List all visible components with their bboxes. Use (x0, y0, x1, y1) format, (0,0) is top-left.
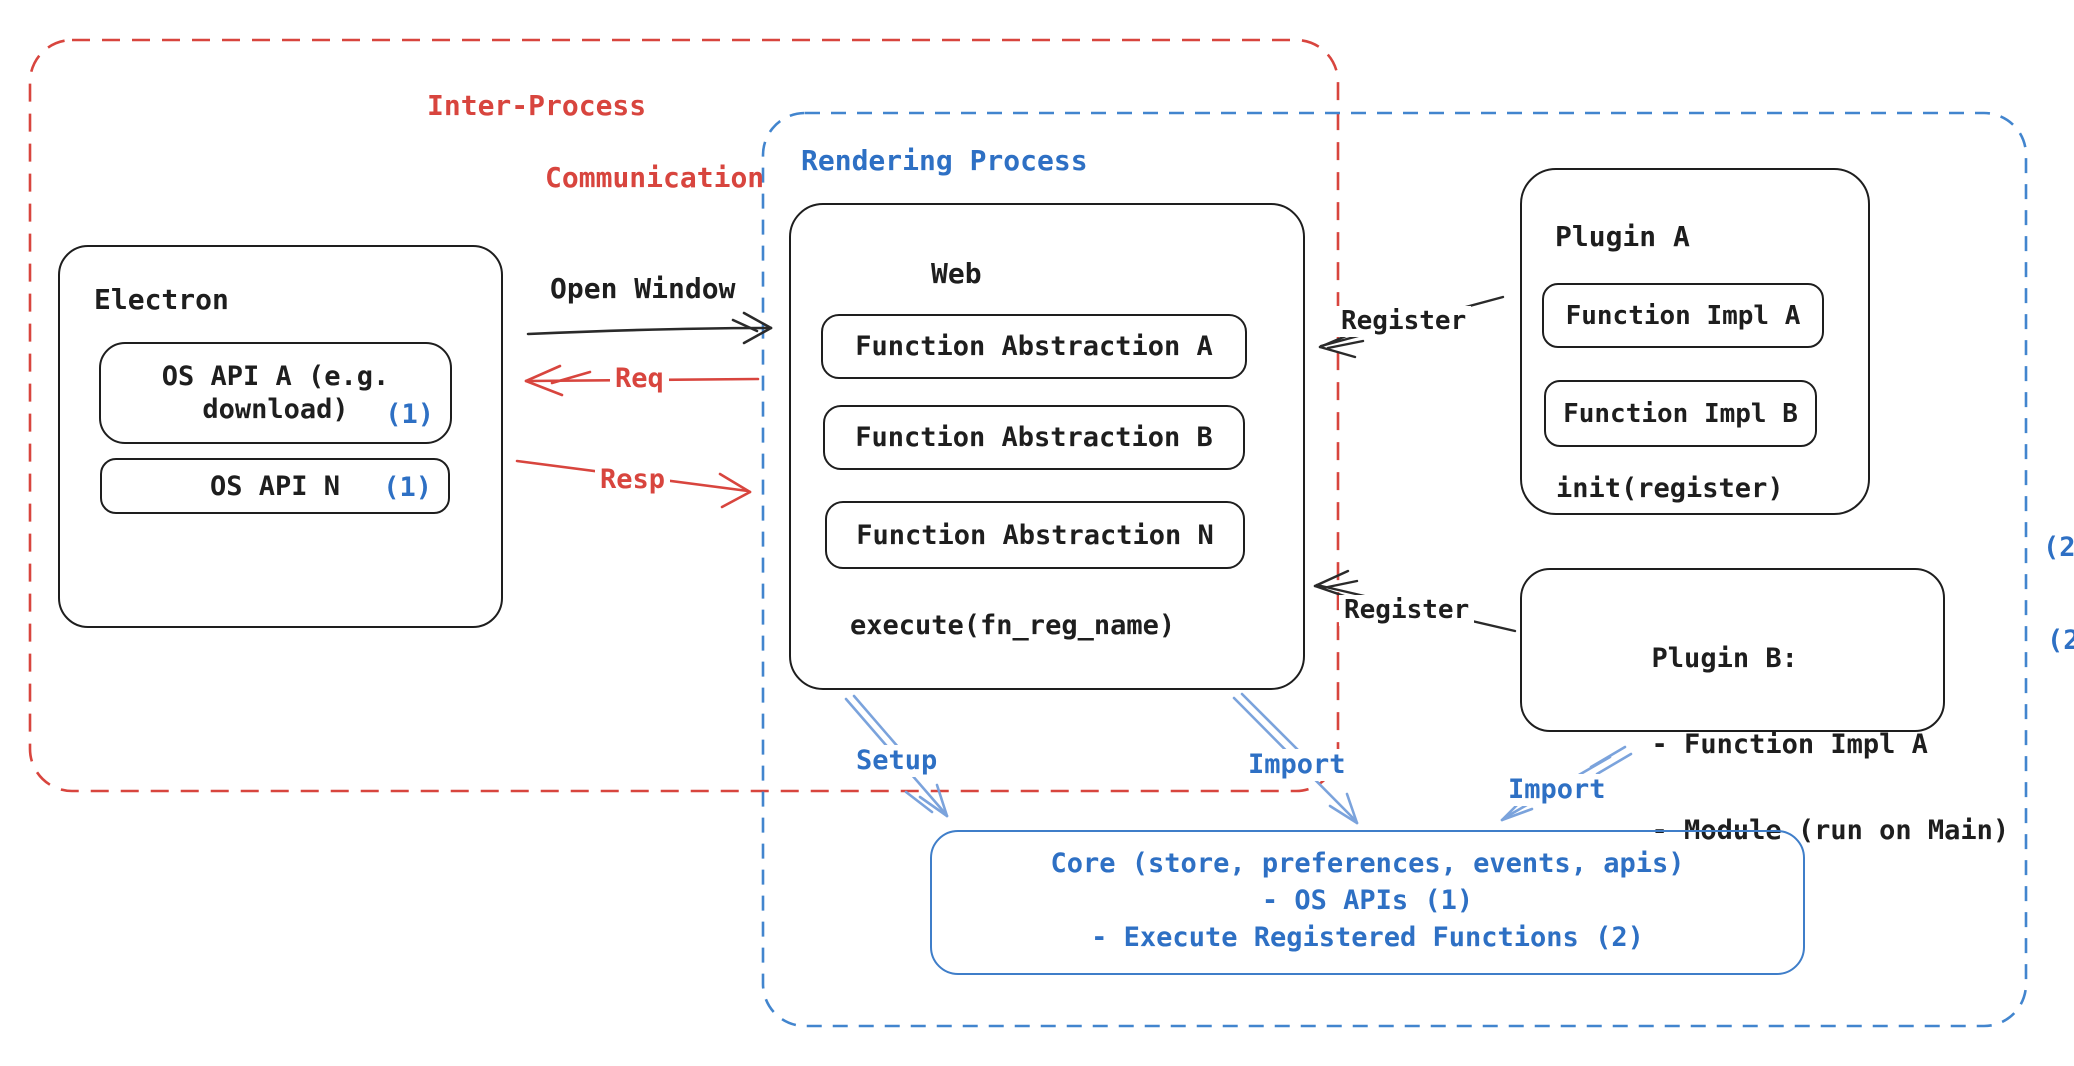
core-line2: - OS APIs (1) (1261, 885, 1474, 916)
setup-label: Setup (851, 745, 943, 778)
core-line1: Core (store, preferences, events, apis) (1050, 848, 1685, 879)
function-impl-b-label: Function Impl B (1563, 398, 1798, 429)
core-line3: - Execute Registered Functions (2) (1091, 922, 1644, 953)
plugin-a-box: Plugin A Function Impl A Function Impl B… (1520, 168, 1870, 515)
plugin-a-title: Plugin A (1555, 220, 1690, 253)
function-impl-b-box: Function Impl B (1544, 380, 1817, 447)
import-web-label: Import (1243, 749, 1351, 782)
plugin-b-text: Plugin B: - Function Impl A - Module (ru… (1554, 594, 2010, 895)
ipc-region-label: Inter-Process Communication (427, 88, 764, 196)
function-impl-a-box: Function Impl A (1542, 283, 1824, 348)
os-api-n-badge: (1) (383, 472, 432, 503)
plugin-b-line2: - Function Impl A (1651, 729, 1928, 760)
setup-arrow (844, 694, 949, 818)
os-api-a-box: OS API A (e.g. download) (1) (99, 342, 452, 444)
open-window-arrow (526, 311, 773, 345)
function-abstraction-a-label: Function Abstraction A (855, 331, 1213, 362)
function-abstraction-b-box: Function Abstraction B (823, 405, 1245, 470)
function-abstraction-a-box: Function Abstraction A (821, 314, 1247, 379)
register-plugin-a-label: Register (1336, 306, 1472, 338)
init-register-label: init(register) (1556, 473, 1784, 504)
ipc-label-line2: Communication (545, 161, 765, 194)
os-api-a-badge: (1) (385, 399, 434, 430)
plugin-b-box: Plugin B: - Function Impl A - Module (ru… (1520, 568, 2009, 846)
resp-label: Resp (595, 464, 671, 497)
web-box: Web Function Abstraction A (2) Function … (789, 203, 2074, 690)
os-api-n-label: OS API N (209, 470, 341, 502)
function-abstraction-a-badge: (2) (2043, 532, 2074, 563)
function-abstraction-b-label: Function Abstraction B (855, 422, 1213, 453)
electron-box: Electron OS API A (e.g. download) (1) OS… (58, 245, 503, 628)
core-box: Core (store, preferences, events, apis) … (930, 830, 1805, 975)
function-abstraction-n-box: Function Abstraction N (825, 501, 1245, 569)
function-abstraction-n-label: Function Abstraction N (856, 519, 1214, 551)
os-api-a-line1: OS API A (e.g. (161, 361, 390, 392)
import-plugin-b-label: Import (1503, 774, 1611, 807)
web-title: Web (931, 257, 982, 290)
os-api-a-label: OS API A (e.g. download) (162, 360, 390, 426)
plugin-b-line1: Plugin B: (1651, 643, 1798, 674)
register-plugin-b-label: Register (1339, 595, 1475, 627)
execute-label: execute(fn_reg_name) (850, 610, 1176, 641)
open-window-label: Open Window (550, 272, 736, 305)
function-abstraction-b-badge: (2) (2047, 625, 2074, 656)
rendering-region-label: Rendering Process (801, 144, 1088, 177)
ipc-label-line1: Inter-Process (427, 89, 647, 122)
electron-title: Electron (94, 283, 229, 316)
os-api-n-box: OS API N (1) (100, 458, 450, 514)
os-api-a-line2: download) (202, 394, 349, 425)
rendering-region-outline (761, 111, 2028, 1028)
function-impl-a-label: Function Impl A (1565, 300, 1801, 331)
ipc-region-outline (28, 38, 1340, 793)
req-label: Req (610, 363, 669, 396)
